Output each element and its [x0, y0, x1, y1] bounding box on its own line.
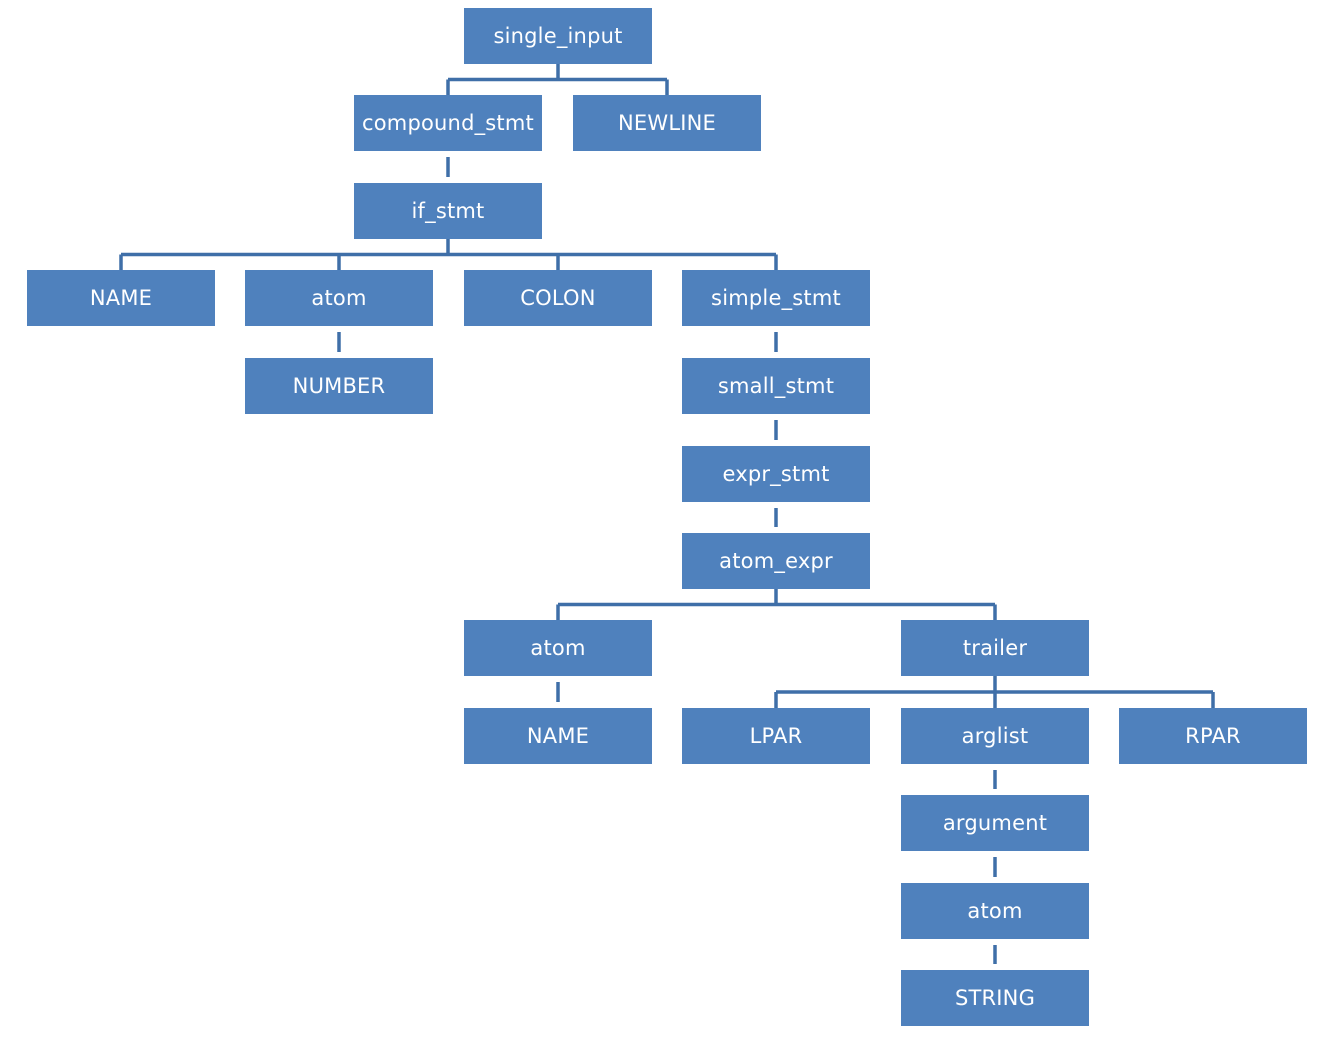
node-newline: NEWLINE: [573, 95, 761, 151]
node-number: NUMBER: [245, 358, 433, 414]
node-name-2: NAME: [464, 708, 652, 764]
node-small-stmt: small_stmt: [682, 358, 870, 414]
node-argument: argument: [901, 795, 1089, 851]
node-name-1: NAME: [27, 270, 215, 326]
node-arglist: arglist: [901, 708, 1089, 764]
node-simple-stmt: simple_stmt: [682, 270, 870, 326]
node-trailer: trailer: [901, 620, 1089, 676]
node-atom-1: atom: [245, 270, 433, 326]
node-if-stmt: if_stmt: [354, 183, 542, 239]
node-colon: COLON: [464, 270, 652, 326]
node-rpar: RPAR: [1119, 708, 1307, 764]
node-compound-stmt: compound_stmt: [354, 95, 542, 151]
node-expr-stmt: expr_stmt: [682, 446, 870, 502]
node-atom-2: atom: [464, 620, 652, 676]
node-string: STRING: [901, 970, 1089, 1026]
node-atom-3: atom: [901, 883, 1089, 939]
node-lpar: LPAR: [682, 708, 870, 764]
node-atom-expr: atom_expr: [682, 533, 870, 589]
node-single-input: single_input: [464, 8, 652, 64]
